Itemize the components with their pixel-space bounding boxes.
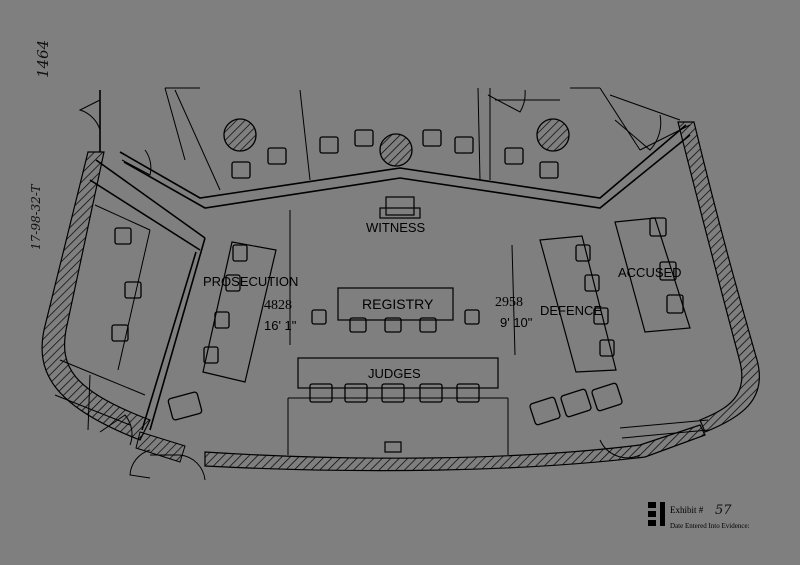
registry-table	[311, 287, 480, 333]
gallery-chairs	[231, 129, 559, 179]
exhibit-number: 57	[715, 503, 732, 518]
right-annex	[619, 419, 709, 439]
judges-label: JUDGES	[368, 366, 421, 381]
prosecution-dimension: 16' 1"	[264, 318, 297, 333]
side-room-chairs	[111, 227, 203, 421]
prosecution-code: 4828	[264, 298, 292, 313]
prosecution-table	[202, 241, 277, 383]
judges-bench	[287, 357, 509, 455]
defence-dimension: 9' 10"	[500, 315, 533, 330]
exhibit-date-line: Date Entered Into Evidence:	[670, 522, 750, 530]
gallery-walls	[119, 87, 691, 209]
left-partition	[54, 90, 206, 431]
exhibit-stamp: Exhibit # 57 Date Entered Into Evidence:	[648, 502, 750, 530]
case-code-annotation: 17-98-32-T	[29, 183, 43, 250]
accused-dock	[614, 217, 691, 333]
lower-right-chairs	[529, 382, 623, 426]
exhibit-label: Exhibit #	[670, 505, 704, 515]
reference-lines	[289, 210, 516, 356]
defence-label: DEFENCE	[540, 303, 602, 318]
registry-label: REGISTRY	[362, 296, 434, 312]
outer-wall	[41, 121, 760, 472]
accused-label: ACCUSED	[618, 265, 682, 280]
prosecution-label: PROSECUTION	[203, 274, 298, 289]
defence-table	[539, 235, 617, 373]
doors	[78, 89, 662, 481]
page-number-annotation: 1464	[34, 40, 52, 78]
witness-box	[379, 196, 421, 219]
pillars	[223, 118, 570, 167]
witness-label: WITNESS	[366, 220, 426, 235]
defence-code: 2958	[495, 295, 523, 310]
